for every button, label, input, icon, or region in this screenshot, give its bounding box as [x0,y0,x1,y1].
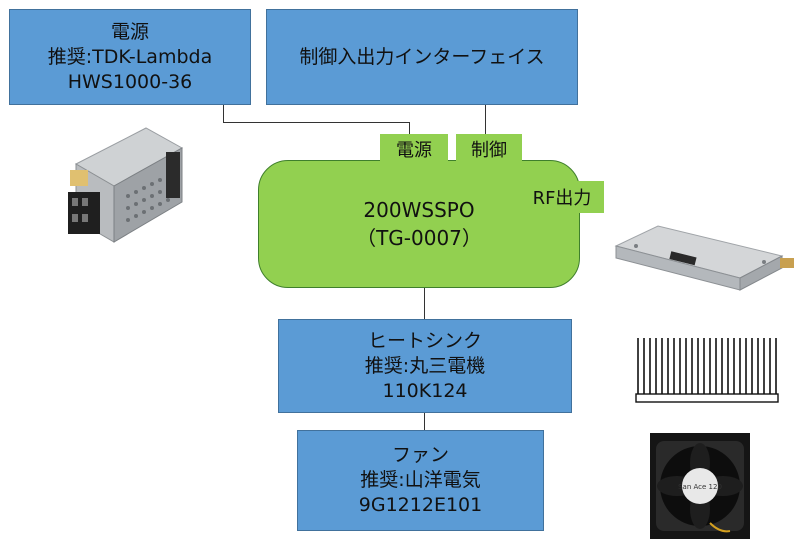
main-to-heatsink-line [424,288,425,319]
main-unit-block: 200WSSPO （TG-0007） [258,160,580,288]
power-connector-line-down [409,122,410,134]
rf-output-port-label: RF出力 [532,188,592,209]
heatsink-box: ヒートシンク 推奨:丸三電機 110K124 [278,319,572,413]
heatsink-image [634,332,780,408]
fan-box: ファン 推奨:山洋電気 9G1212E101 [297,430,544,531]
power-supply-recommend: 推奨:TDK-Lambda [47,45,213,68]
power-supply-image [58,124,186,246]
rf-module-image [612,222,800,294]
fan-recommend: 推奨:山洋電気 [360,469,481,491]
fan-model: 9G1212E101 [358,494,483,516]
power-port-tab: 電源 [380,134,448,164]
power-supply-box: 電源 推奨:TDK-Lambda HWS1000-36 [9,9,251,105]
control-interface-box: 制御入出力インターフェイス [266,9,578,105]
power-supply-title: 電源 [110,20,149,43]
heatsink-model: 110K124 [382,379,468,402]
control-connector-line [485,105,486,134]
fan-title: ファン [391,444,449,466]
fan-image: San Ace 120 [650,433,750,539]
main-unit-name: 200WSSPO [363,198,475,222]
main-unit-part-number: （TG-0007） [356,226,482,250]
power-connector-line [223,105,224,123]
rf-output-port-tab: RF出力 [520,181,604,213]
power-connector-line-horizontal [223,122,410,123]
heatsink-title: ヒートシンク [367,329,482,352]
heatsink-to-fan-line [424,413,425,430]
fan-hub-label: San Ace 120 [678,483,722,491]
control-interface-label: 制御入出力インターフェイス [299,45,545,68]
power-supply-model: HWS1000-36 [67,70,193,93]
control-port-label: 制御 [471,140,507,161]
heatsink-recommend: 推奨:丸三電機 [364,354,486,377]
control-port-tab: 制御 [456,134,522,164]
power-port-label: 電源 [396,140,432,161]
